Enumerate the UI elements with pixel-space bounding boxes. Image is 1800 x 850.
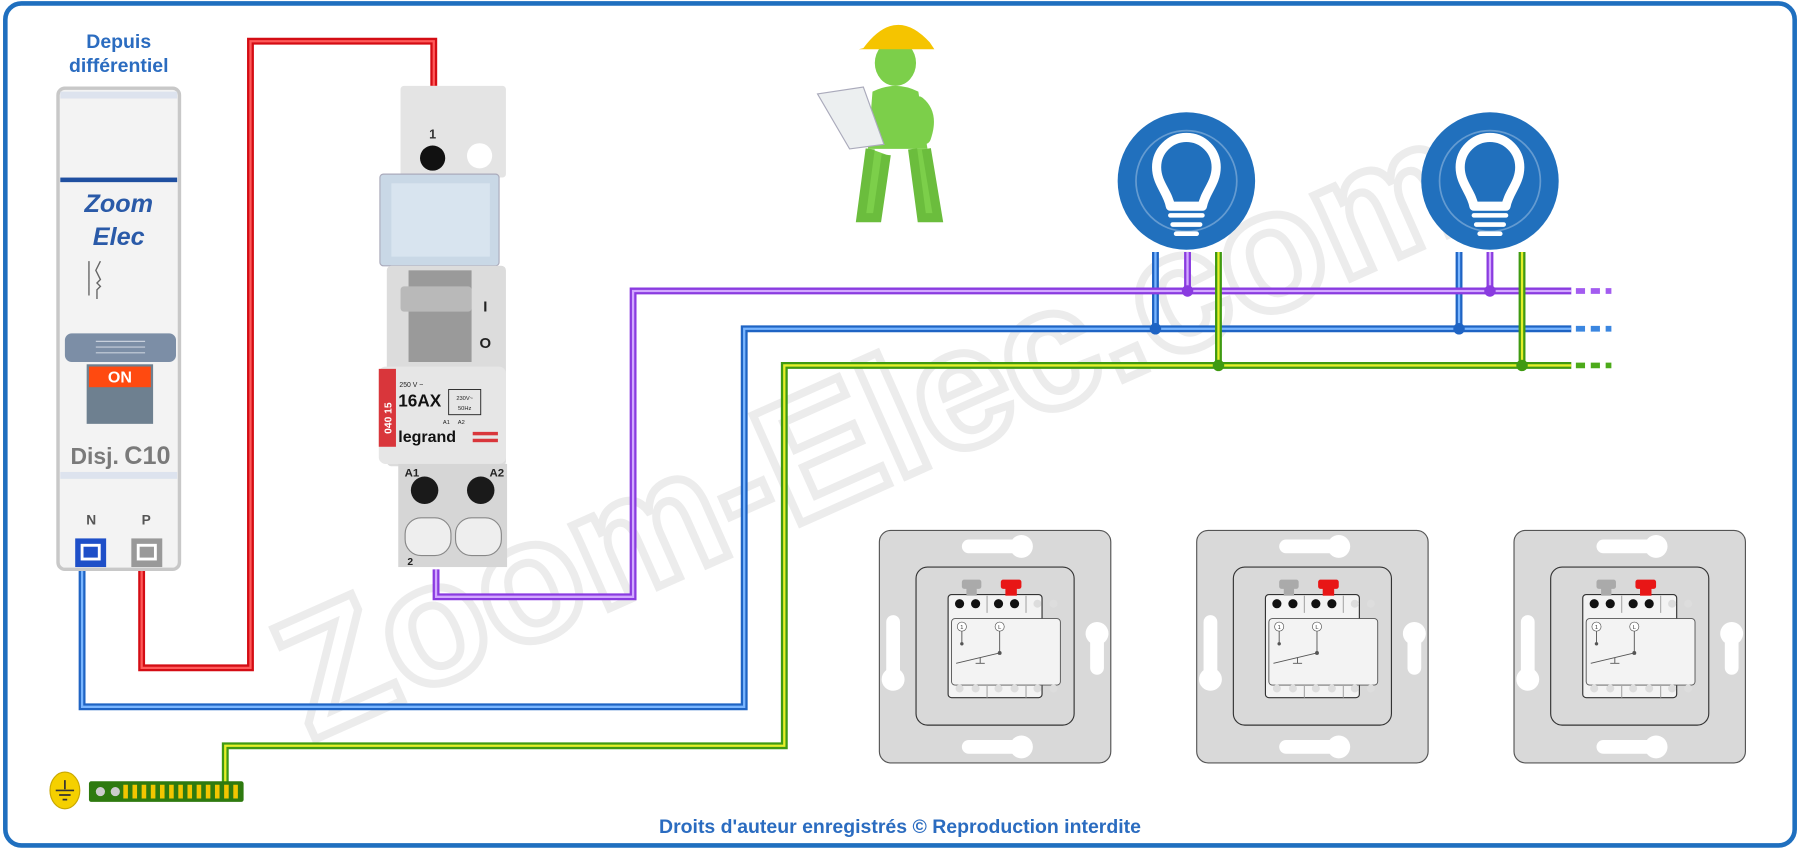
relay-terminal-2-label: 2 — [407, 557, 413, 568]
return-wire — [432, 252, 1612, 601]
breaker-model: C10 — [124, 442, 170, 470]
relay-voltage: 250 V ~ — [399, 382, 423, 389]
breaker-model-prefix: Disj. — [70, 443, 118, 469]
relay-manual-lever[interactable] — [400, 286, 472, 312]
relay-coil-frequency: 50Hz — [458, 406, 471, 412]
relay-terminal-1-label: 1 — [429, 128, 436, 142]
breaker-state: ON — [108, 369, 132, 387]
push-button-3[interactable]: 1 L — [1514, 530, 1745, 763]
copyright-footer: Droits d'auteur enregistrés © Reproducti… — [659, 816, 1141, 838]
relay-brand: legrand — [398, 428, 456, 446]
relay-pos-off: O — [480, 336, 492, 352]
terminal-p[interactable] — [131, 538, 163, 568]
source-label-line2: différentiel — [69, 55, 169, 77]
relay-coil-voltage: 230V~ — [456, 396, 473, 402]
relay-ref: 040 15 — [383, 402, 394, 434]
relay-coil-a1: A1 — [443, 420, 450, 426]
lightbulb-icon — [1118, 112, 1255, 249]
breaker-brand-line1: Zoom — [83, 190, 153, 218]
relay-coil-a2: A2 — [458, 420, 465, 426]
switch-terminal-left: 1 — [960, 625, 963, 631]
relay-terminal-a1[interactable] — [410, 476, 439, 505]
lamp-1 — [1118, 112, 1255, 249]
circuit-breaker: Zoom Elec ON Disj. C10 N P — [56, 86, 182, 572]
relay-terminal-1[interactable] — [420, 145, 446, 171]
switch-terminal-left: 1 — [1278, 625, 1281, 631]
earth-wire — [221, 252, 1612, 783]
lamp-2 — [1421, 112, 1558, 249]
terminal-n-label: N — [86, 513, 96, 528]
relay-terminal-a1-label: A1 — [405, 468, 420, 480]
wires — [78, 37, 1612, 783]
switch-terminal-right: L — [1315, 625, 1318, 631]
earth-terminal-bar — [49, 771, 244, 810]
relay-rating: 16AX — [398, 391, 442, 411]
breaker-state-indicator — [88, 366, 151, 388]
breaker-symbol-icon — [88, 260, 102, 299]
terminal-n[interactable] — [75, 538, 107, 568]
push-button-2[interactable]: 1 L — [1197, 530, 1428, 763]
impulse-relay: 1 I O 040 15 250 V ~ 16AX 230V~ 50Hz A1 … — [378, 85, 508, 568]
phase-wire — [138, 37, 438, 672]
switch-terminal-right: L — [1633, 625, 1636, 631]
relay-terminal-a2-label: A2 — [489, 468, 504, 480]
terminal-p-label: P — [142, 513, 151, 528]
switch-terminal-left: 1 — [1595, 625, 1598, 631]
breaker-brand-line2: Elec — [93, 223, 145, 251]
source-label-line1: Depuis — [86, 31, 151, 53]
switch-terminal-right: L — [998, 625, 1001, 631]
push-button-1[interactable]: 1 L — [879, 530, 1110, 763]
worker-figure-icon — [816, 24, 944, 223]
relay-pos-on: I — [483, 300, 487, 316]
relay-terminal-a2[interactable] — [466, 476, 495, 505]
junction-dots — [1149, 285, 1528, 372]
lightbulb-icon — [1421, 112, 1558, 249]
